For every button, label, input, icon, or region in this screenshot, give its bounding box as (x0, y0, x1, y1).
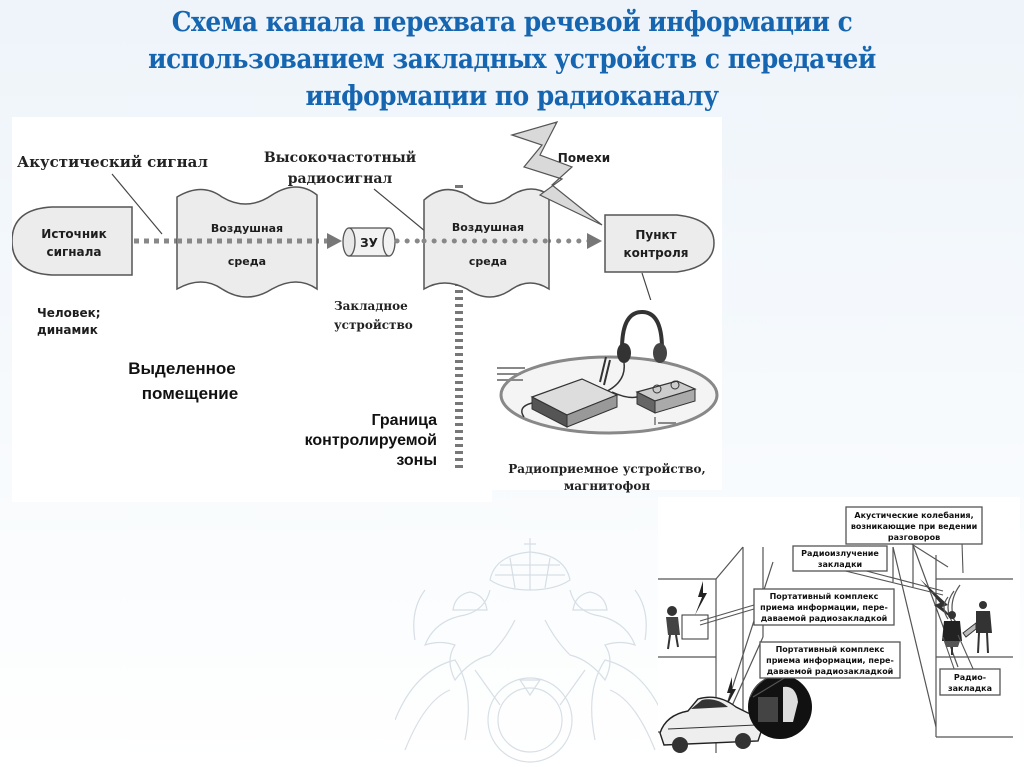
storage-device-node: ЗУ (342, 227, 396, 257)
radio-bug-scene-diagram: Акустические колебания, возникающие при … (658, 497, 1020, 767)
lightning-icon (695, 581, 707, 615)
air-medium-label: Воздушная (452, 221, 524, 234)
callout-text: приема информации, пере- (760, 603, 888, 612)
air-medium-label: Воздушная (211, 222, 283, 235)
dedicated-room-label: Выделенное (128, 359, 235, 378)
implant-device-label: Закладное (334, 299, 408, 313)
callout-text: разговоров (888, 533, 940, 542)
slide-title: Схема канала перехвата речевой информаци… (41, 4, 983, 115)
title-line: информации по радиоканалу (305, 81, 719, 112)
callout-text: закладка (948, 684, 992, 693)
radio-receiver-illustration: Радиоприемное устройство, магнитофон (492, 300, 722, 493)
title-line: использованием закладных устройств с пер… (148, 44, 876, 75)
conversation-persons-figure (942, 601, 992, 655)
car-figure (659, 696, 763, 753)
interference-label: Помехи (558, 151, 610, 165)
callout-text: Портативный комплекс (770, 592, 879, 601)
interception-channel-diagram: Акустический сигнал Источник сигнала Воз… (12, 117, 722, 502)
callout-radio-bug: Радио- закладка (939, 668, 1001, 696)
lightning-icon (920, 579, 958, 623)
acoustic-signal-pointer (111, 173, 163, 235)
storage-label: ЗУ (360, 236, 378, 250)
callout-text: закладки (818, 560, 862, 569)
receiver-label: магнитофон (564, 479, 651, 493)
signal-source-label: сигнала (46, 245, 101, 259)
lightning-icon (724, 677, 736, 711)
callout-acoustic-vibrations: Акустические колебания, возникающие при … (845, 506, 983, 545)
callout-portable-receiver-2: Портативный комплекс приема информации, … (759, 641, 901, 679)
zone-boundary-label: зоны (396, 452, 437, 469)
callout-text: Радиоизлучение (801, 549, 879, 558)
callout-portable-receiver-1: Портативный комплекс приема информации, … (753, 588, 895, 626)
double-headed-eagle-emblem-watermark (395, 538, 665, 763)
title-line: Схема канала перехвата речевой информаци… (171, 7, 853, 38)
control-point-label: контроля (624, 246, 689, 260)
arrow-to-control-icon (587, 233, 602, 249)
callout-text: возникающие при ведении (851, 522, 977, 531)
callout-text: даваемой радиозакладкой (761, 614, 888, 623)
control-point-node: Пункт контроля (604, 214, 715, 273)
hf-signal-label: радиосигнал (288, 171, 393, 187)
zone-boundary-label: Граница (371, 412, 437, 429)
interference-lightning-icon (509, 121, 603, 226)
vehicle-interior-inset (748, 674, 812, 739)
air-medium-label: среда (228, 255, 266, 268)
acoustic-signal-label: Акустический сигнал (17, 153, 208, 171)
signal-source-label: Источник (41, 227, 106, 241)
operator-at-desk-figure (666, 606, 709, 650)
air-medium-label: среда (469, 255, 507, 268)
callout-text: Радио- (954, 673, 986, 682)
arrow-to-storage-icon (327, 233, 342, 249)
person-speaker-label: Человек; (37, 306, 101, 320)
air-medium-node-1: Воздушная среда (176, 186, 318, 298)
callout-text: Портативный комплекс (776, 645, 885, 654)
person-speaker-label: динамик (37, 323, 98, 337)
callout-bug-radio-emission: Радиоизлучение закладки (792, 545, 888, 572)
zone-boundary-label: контролируемой (305, 432, 437, 449)
callout-text: Акустические колебания, (854, 510, 973, 520)
dedicated-room-label: помещение (142, 384, 238, 403)
air-medium-node-2: Воздушная среда (421, 188, 552, 298)
hf-signal-label: Высокочастотный (264, 149, 416, 166)
control-point-label: Пункт (635, 228, 676, 242)
receiver-label: Радиоприемное устройство, (508, 462, 705, 476)
implant-device-label: устройство (334, 318, 413, 332)
callout-text: приема информации, пере- (766, 656, 894, 665)
signal-source-node: Источник сигнала (12, 206, 133, 276)
callout-text: даваемой радиозакладкой (767, 667, 894, 676)
